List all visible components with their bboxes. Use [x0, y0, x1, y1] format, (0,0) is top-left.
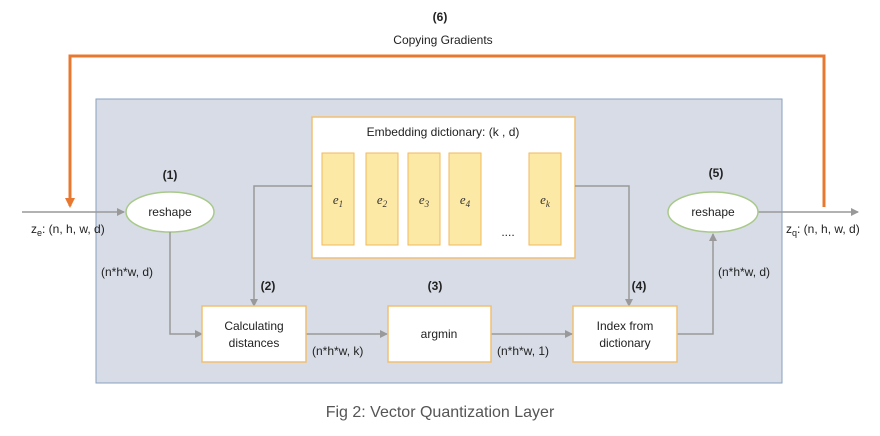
copying-gradients-label: Copying Gradients	[393, 33, 492, 47]
reshape-right-in-shape: (n*h*w, d)	[718, 265, 770, 279]
reshape-left-out-shape: (n*h*w, d)	[101, 265, 153, 279]
output-label: zq: (n, h, w, d)	[786, 222, 860, 238]
embedding-dictionary-title: Embedding dictionary: (k , d)	[367, 125, 520, 139]
step-3-label: (3)	[428, 279, 443, 293]
calculating-distances-box	[201, 305, 307, 363]
embedding-entry-e1	[321, 152, 355, 246]
embedding-ellipsis: ....	[501, 225, 514, 239]
gradient-copy-path	[65, 54, 826, 208]
dict-to-calc-line	[250, 185, 312, 307]
argmin-out-shape: (n*h*w, 1)	[497, 344, 549, 358]
embedding-entry-e3	[407, 152, 441, 246]
step-5-label: (5)	[709, 166, 724, 180]
step-2-label: (2)	[261, 279, 276, 293]
reshape-right-node	[667, 191, 759, 233]
step-6-label: (6)	[433, 10, 448, 24]
embedding-entry-ek	[528, 152, 562, 246]
argmin-box	[387, 305, 492, 363]
step-4-label: (4)	[632, 279, 647, 293]
embedding-entry-e4	[448, 152, 482, 246]
reshape-right-text: reshape	[691, 205, 735, 219]
calc-out-shape: (n*h*w, k)	[312, 344, 363, 358]
reshape-to-calc-line	[169, 232, 203, 338]
reshape-left-text: reshape	[148, 205, 192, 219]
argmin-text: argmin	[421, 327, 458, 341]
step-1-label: (1)	[163, 168, 178, 182]
embedding-entry-e1-label: e1	[333, 192, 343, 209]
embedding-entry-e2-label: e2	[377, 192, 388, 209]
figure-caption: Fig 2: Vector Quantization Layer	[326, 404, 555, 421]
input-label: ze: (n, h, w, d)	[31, 222, 105, 238]
index-to-reshape-line	[677, 233, 717, 335]
embedding-entry-e2	[365, 152, 399, 246]
embedding-entry-e4-label: e4	[460, 192, 471, 209]
index-from-dictionary-box	[572, 305, 678, 363]
dict-to-index-line	[575, 185, 633, 307]
embedding-entry-ek-label: ek	[540, 192, 551, 209]
embedding-entry-e3-label: e3	[419, 192, 430, 209]
